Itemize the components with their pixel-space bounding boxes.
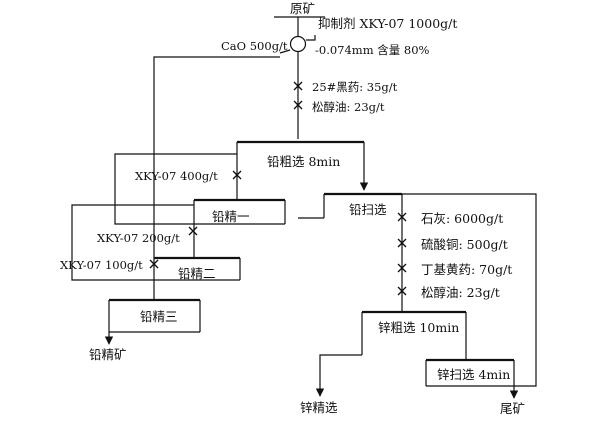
frother-label: 松醇油: 23g/t bbox=[312, 100, 385, 114]
grind-label: -0.074mm 含量 80% bbox=[315, 43, 430, 57]
cao-label: CaO 500g/t bbox=[221, 39, 288, 53]
xky-400-label: XKY-07 400g/t bbox=[135, 169, 218, 183]
cleaner2-middling-return bbox=[153, 56, 280, 258]
butyl-xanthate-label: 丁基黄药: 70g/t bbox=[421, 262, 512, 277]
xky-200-x-icon bbox=[188, 226, 198, 236]
grinding-mill-icon bbox=[289, 35, 307, 53]
lead-scavenger-label: 铅扫选 bbox=[349, 202, 387, 217]
xky-100-label: XKY-07 100g/t bbox=[60, 258, 143, 272]
zinc-scavenger-return bbox=[402, 193, 537, 387]
collector-x-icon bbox=[293, 81, 303, 91]
xky-400-x-icon bbox=[232, 170, 242, 180]
depressant-feed-line bbox=[306, 35, 316, 41]
ore-label: 原矿 bbox=[290, 1, 315, 16]
cleaner2-tail-return bbox=[71, 204, 194, 281]
xky-200-label: XKY-07 200g/t bbox=[97, 231, 180, 245]
zinc-frother-x-icon bbox=[397, 286, 407, 296]
zinc-concentrate-arrow bbox=[315, 354, 362, 397]
butyl-xanthate-x-icon bbox=[397, 263, 407, 273]
lead-cleaner1-label: 铅精一 bbox=[212, 209, 250, 224]
tailings-label: 尾矿 bbox=[500, 401, 525, 416]
lead-concentrate-label: 铅精矿 bbox=[89, 347, 127, 362]
lime-x-icon bbox=[397, 212, 407, 222]
lead-cleaner2-label: 铅精二 bbox=[178, 266, 216, 281]
copper-sulfate-label: 硫酸铜: 500g/t bbox=[421, 237, 508, 252]
frother-x-icon bbox=[293, 100, 303, 110]
xky-100-x-icon bbox=[149, 259, 159, 269]
collector-label: 25#黑药: 35g/t bbox=[312, 80, 398, 94]
copper-sulfate-x-icon bbox=[397, 238, 407, 248]
cleaner1-middling-return bbox=[114, 153, 237, 225]
zinc-rougher-label: 锌粗选 10min bbox=[378, 320, 459, 335]
lime-label: 石灰: 6000g/t bbox=[421, 211, 503, 226]
depressant-label: 抑制剂 XKY-07 1000g/t bbox=[318, 16, 457, 31]
zinc-frother-label: 松醇油: 23g/t bbox=[421, 285, 500, 300]
zinc-concentrate-label: 锌精选 bbox=[300, 400, 338, 415]
lead-rougher-label: 铅粗选 8min bbox=[267, 154, 340, 169]
zinc-scavenger-label: 锌扫选 4min bbox=[437, 367, 510, 382]
cao-feed-line bbox=[279, 49, 291, 54]
lead-cleaner3-label: 铅精三 bbox=[140, 309, 178, 324]
